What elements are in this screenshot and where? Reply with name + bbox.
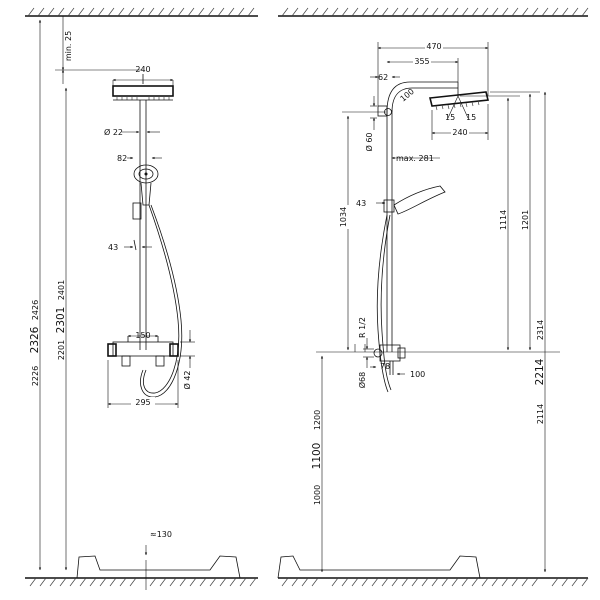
right-100-label: 100 [410, 370, 425, 379]
left-view: 240 min. 25 Ø 22 82 43 150 Ø 42 295 [25, 7, 258, 590]
left-130-label: ≈130 [150, 530, 172, 539]
right-78-label: 78 [380, 362, 390, 371]
left-thermostat-diameter-label: Ø 42 [182, 370, 192, 389]
right-height-1200-label: 1200 [313, 410, 322, 430]
left-ceiling [25, 7, 258, 17]
right-height-1034-label: 1034 [339, 207, 348, 227]
right-height-1201-label: 1201 [521, 210, 530, 230]
left-width-240-label: 240 [135, 65, 150, 74]
left-floor [25, 577, 258, 587]
right-ceiling [278, 7, 589, 17]
left-thermostat [107, 336, 179, 367]
left-min-25-label: min. 25 [64, 31, 73, 61]
left-shower-tray [76, 555, 241, 579]
left-43-label: 43 [108, 243, 118, 252]
left-handshower-82-label: 82 [117, 154, 127, 163]
left-height-2201-label: 2201 [57, 340, 66, 360]
left-pipe-diameter-label: Ø 22 [104, 127, 123, 137]
right-height-2314-label: 2314 [536, 320, 545, 340]
right-62-label: 62 [378, 73, 388, 82]
right-height-2114-label: 2114 [536, 404, 545, 424]
right-arm-100-label: 100 [399, 87, 416, 104]
right-floor [278, 577, 589, 587]
right-width-470-label: 470 [426, 42, 441, 51]
right-angle-15b-label: 15 [466, 113, 476, 122]
right-head-240-label: 240 [452, 128, 467, 137]
right-height-1000-label: 1000 [313, 485, 322, 505]
left-head-shower [112, 85, 174, 101]
right-r-half-label: R 1/2 [358, 317, 367, 338]
left-hand-shower [133, 164, 159, 206]
left-height-2426-label: 2426 [31, 300, 40, 320]
right-hand-shower [383, 185, 446, 215]
right-thermostat-diameter-label: Ø68 [357, 372, 367, 388]
right-bracket-diameter-label: Ø 60 [364, 132, 374, 151]
right-angle-15a-label: 15 [445, 113, 455, 122]
right-height-2214-label: 2214 [534, 358, 546, 385]
right-shower-tray [277, 555, 481, 579]
right-width-355-label: 355 [414, 57, 429, 66]
left-spacing-150-label: 150 [135, 331, 150, 340]
left-width-295-label: 295 [135, 398, 150, 407]
right-view: 470 355 62 100 Ø 60 15 15 240 max. 281 [277, 7, 589, 587]
left-height-2401-label: 2401 [57, 280, 66, 300]
left-height-2226-label: 2226 [31, 366, 40, 386]
right-height-1100-label: 1100 [311, 443, 323, 470]
right-max-281-label: max. 281 [396, 154, 434, 163]
right-height-1114-label: 1114 [499, 210, 508, 230]
left-height-2326-label: 2326 [29, 326, 41, 353]
right-thermostat [373, 344, 406, 375]
left-height-2301-label: 2301 [55, 307, 67, 334]
right-43-label: 43 [356, 199, 366, 208]
